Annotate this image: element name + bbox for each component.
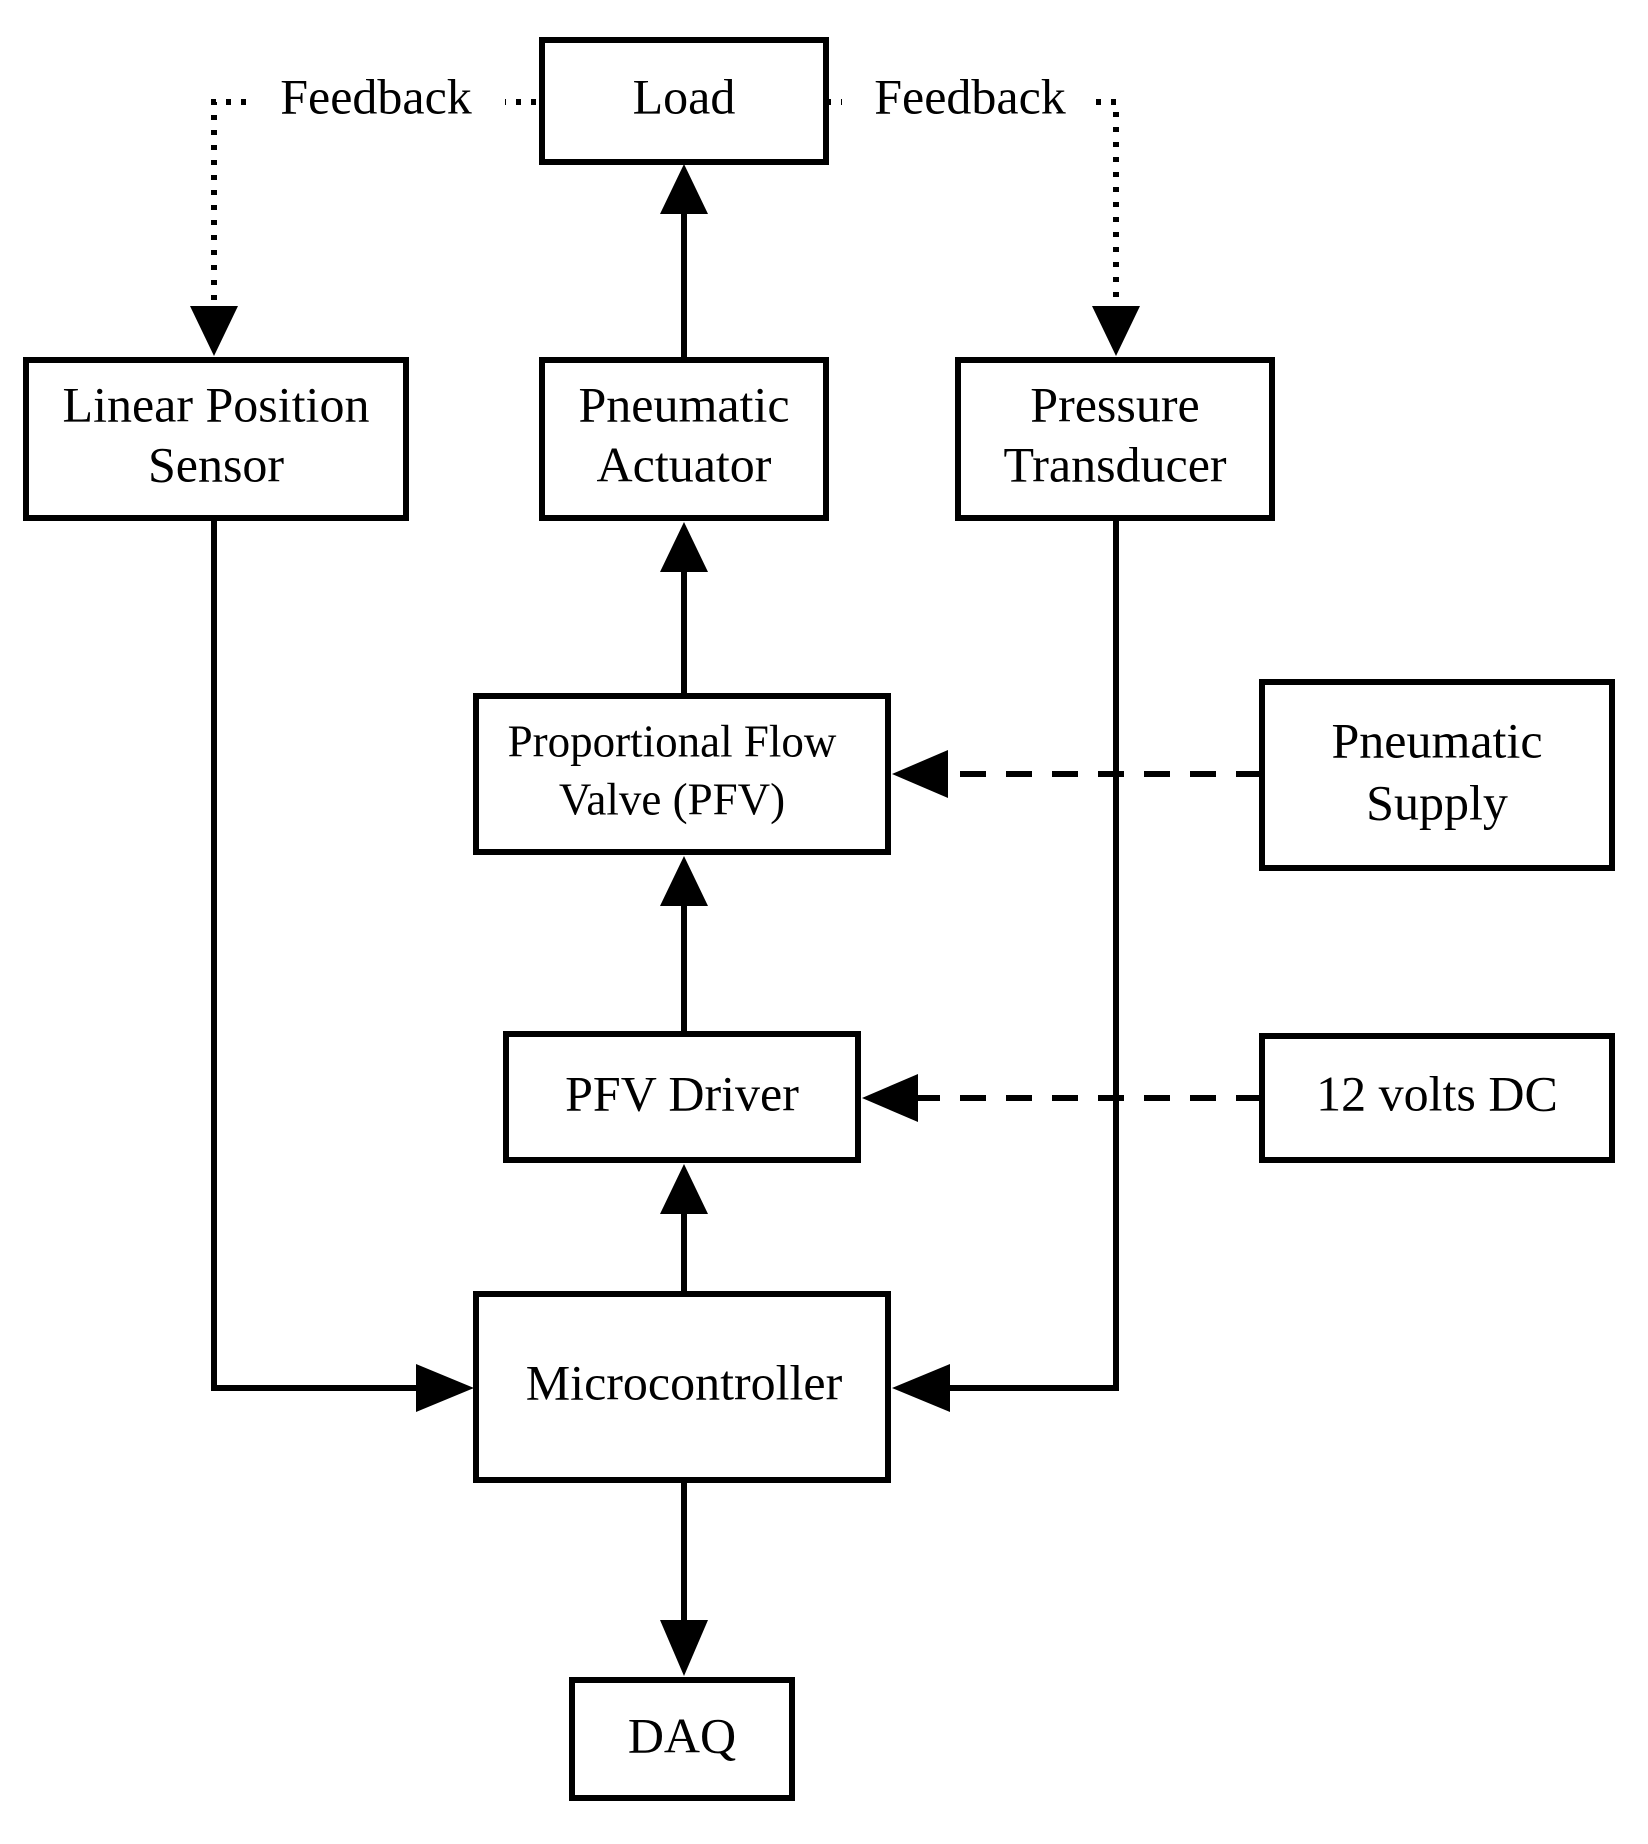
arrowhead-to-pressure-transducer (1092, 306, 1140, 356)
arrowhead-micro-left (416, 1364, 474, 1412)
edge-transducer-to-micro (946, 520, 1119, 1391)
arrowhead-to-pfv-driver (660, 1164, 708, 1214)
node-microcontroller: Microcontroller (473, 1291, 891, 1483)
node-12-volts-dc-label: 12 volts DC (1316, 1065, 1558, 1121)
edge-sensor-to-micro (211, 520, 420, 1391)
node-daq: DAQ (569, 1677, 795, 1801)
node-linear-position-sensor: Linear Position Sensor (23, 357, 409, 521)
node-pfv-driver-label: PFV Driver (565, 1065, 799, 1121)
node-pressure-transducer-line2: Transducer (1003, 436, 1226, 492)
node-pfv-line2: Valve (PFV) (559, 774, 785, 824)
node-pfv-driver: PFV Driver (503, 1031, 861, 1163)
arrowhead-to-linear-position-sensor (190, 306, 238, 356)
node-pneumatic-supply: Pneumatic Supply (1259, 679, 1615, 871)
arrowhead-to-actuator (660, 522, 708, 572)
node-12-volts-dc: 12 volts DC (1259, 1033, 1615, 1163)
node-pfv-line1: Proportional Flow (508, 716, 837, 766)
node-pneumatic-supply-line2: Supply (1366, 774, 1508, 830)
node-daq-label: DAQ (628, 1707, 736, 1763)
node-pneumatic-supply-line1: Pneumatic (1331, 712, 1542, 768)
feedback-line-left-2 (211, 99, 246, 310)
arrowhead-to-daq (660, 1620, 708, 1676)
node-pressure-transducer: Pressure Transducer (955, 357, 1275, 521)
arrowhead-driver-right (862, 1074, 918, 1122)
node-load: Load (539, 37, 829, 165)
arrowhead-to-pfv (660, 856, 708, 906)
arrowhead-micro-right (892, 1364, 950, 1412)
arrowhead-to-load (660, 164, 708, 214)
node-linear-position-sensor-line1: Linear Position (63, 376, 370, 432)
feedback-label-right: Feedback (874, 68, 1066, 124)
node-microcontroller-label: Microcontroller (526, 1354, 843, 1410)
node-pressure-transducer-line1: Pressure (1030, 376, 1199, 432)
node-pneumatic-actuator-line1: Pneumatic (578, 376, 789, 432)
node-linear-position-sensor-line2: Sensor (148, 436, 284, 492)
arrowhead-pfv-right (892, 750, 948, 798)
node-pneumatic-actuator: Pneumatic Actuator (539, 357, 829, 521)
node-pneumatic-actuator-line2: Actuator (597, 436, 772, 492)
node-load-label: Load (633, 68, 736, 124)
feedback-line-right-2 (1096, 99, 1119, 310)
node-proportional-flow-valve: Proportional Flow Valve (PFV) (473, 693, 891, 855)
feedback-label-left: Feedback (280, 68, 472, 124)
